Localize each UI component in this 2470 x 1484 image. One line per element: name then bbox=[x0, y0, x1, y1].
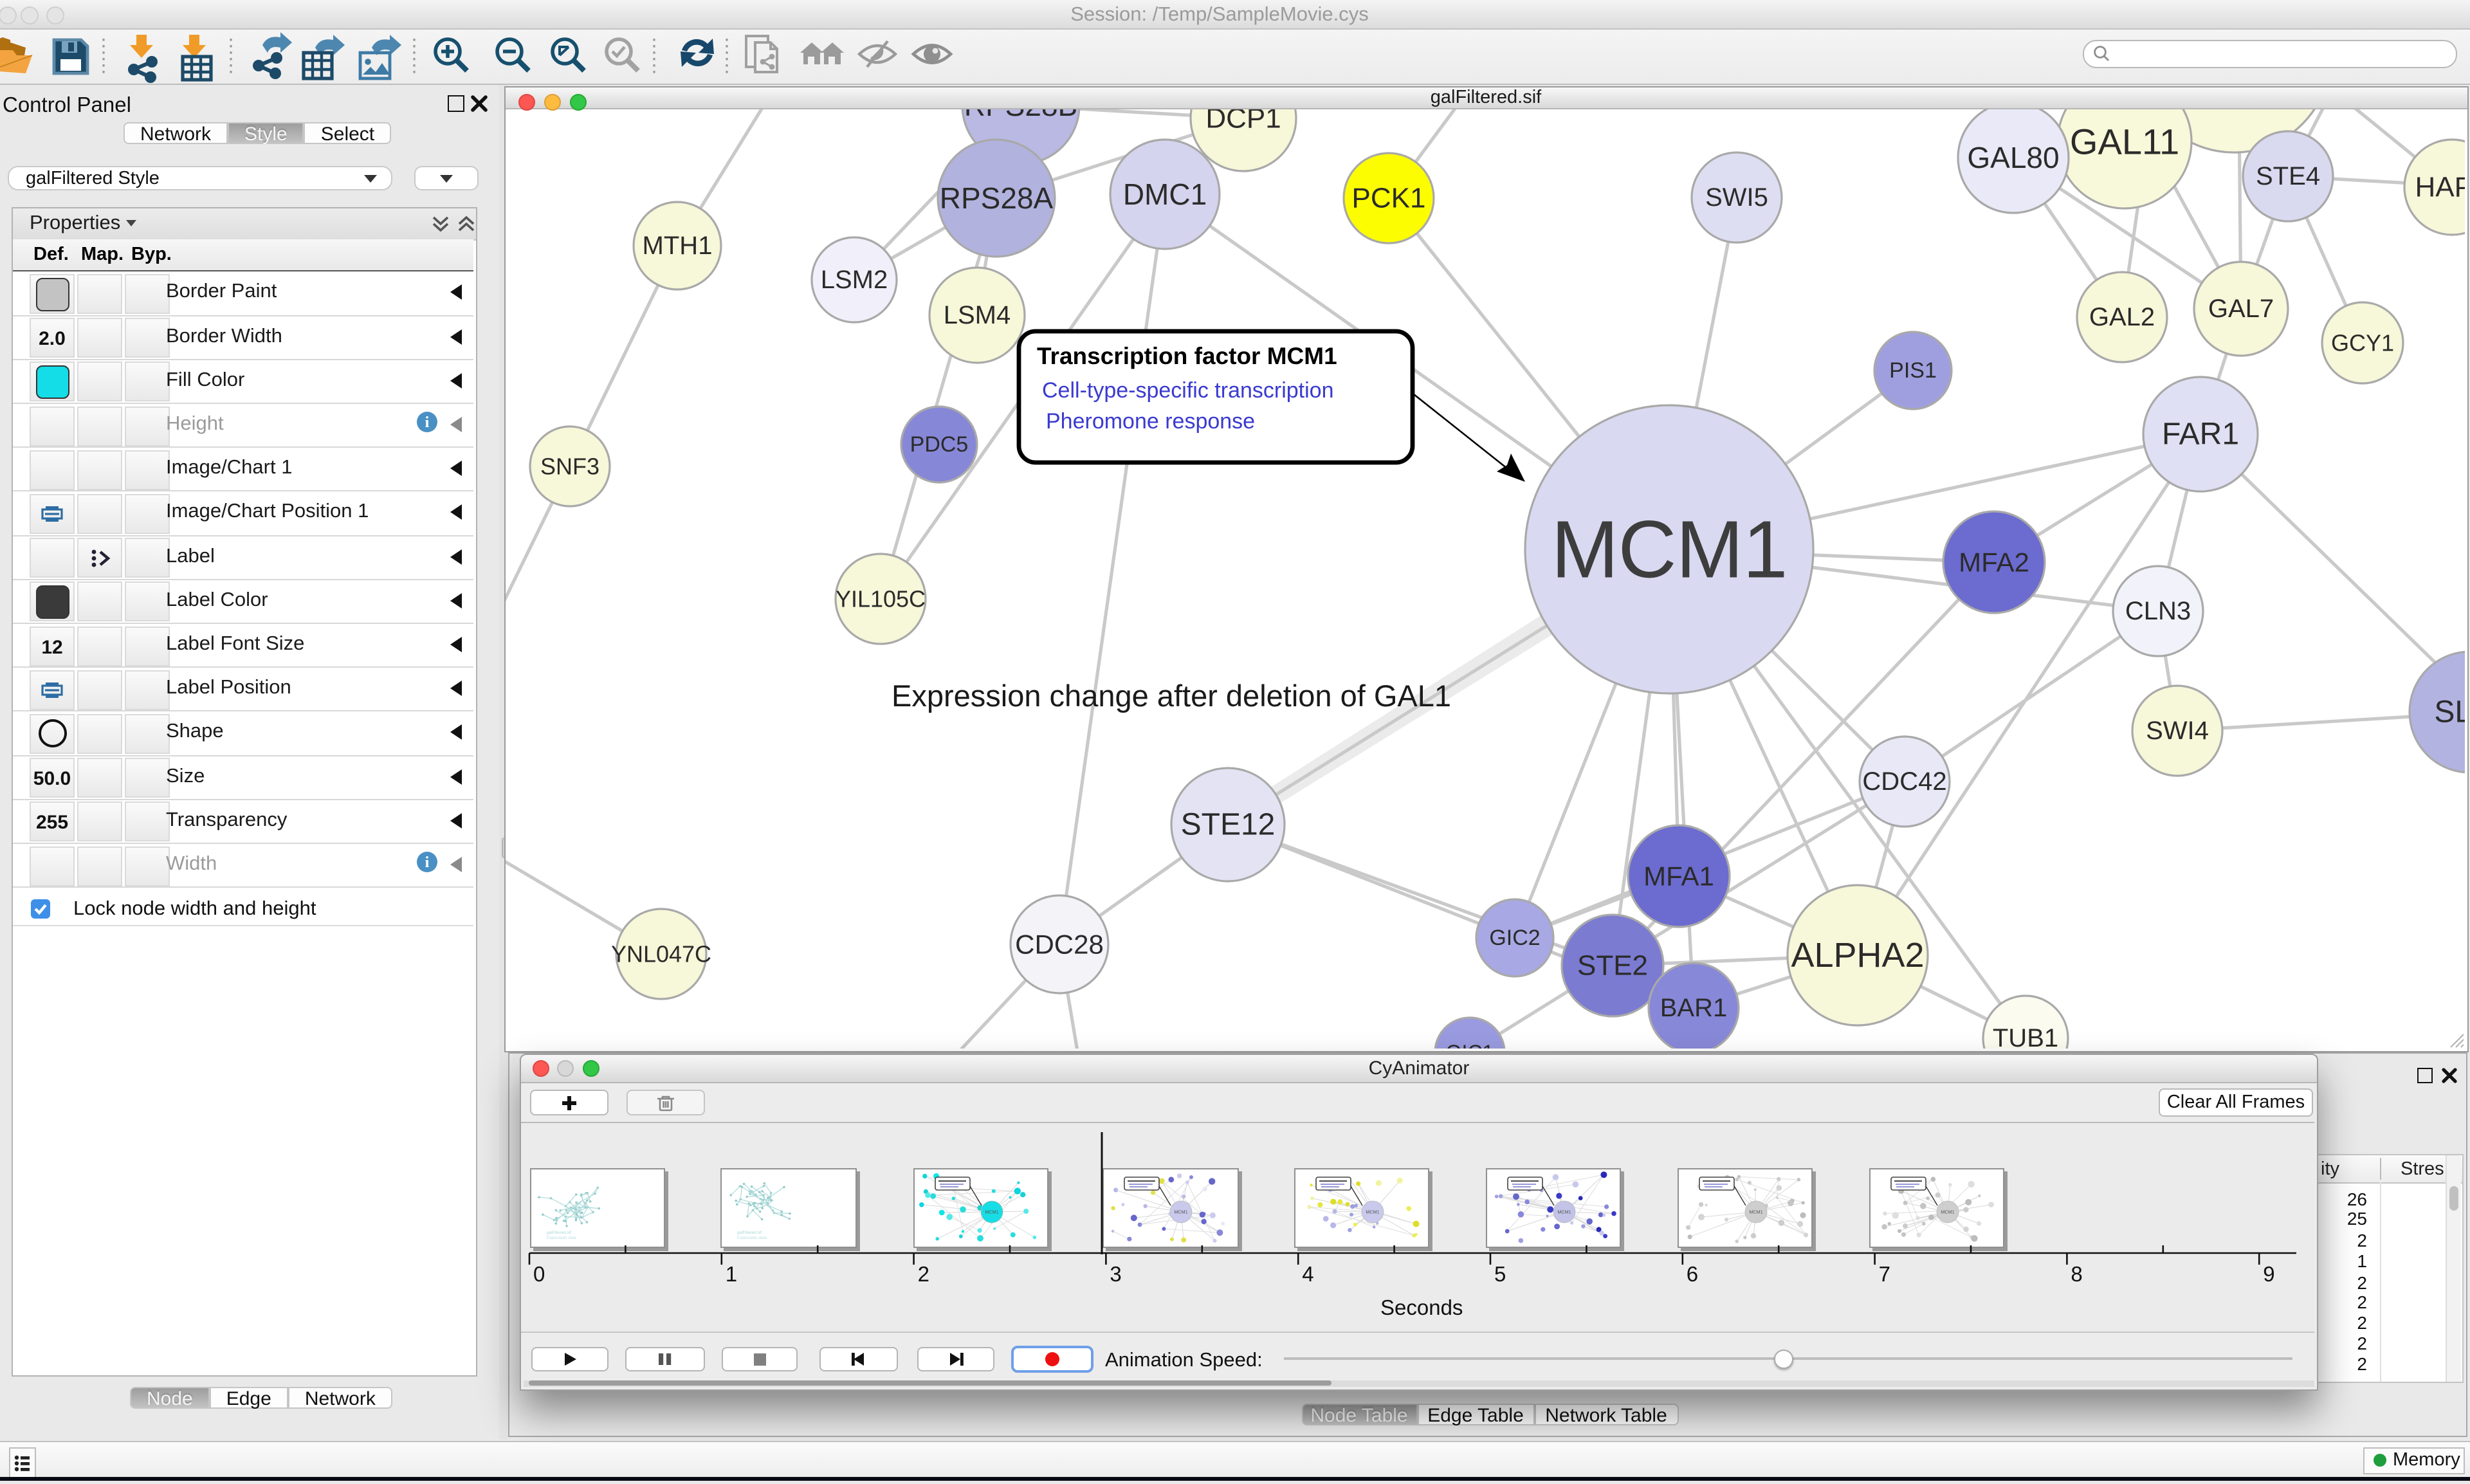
svg-text:6: 6 bbox=[1687, 1261, 1698, 1285]
svg-text:PDC5: PDC5 bbox=[910, 432, 968, 457]
svg-text:5: 5 bbox=[1494, 1261, 1506, 1285]
svg-text:PCK1: PCK1 bbox=[1351, 183, 1425, 214]
svg-text:MCM1: MCM1 bbox=[1551, 504, 1787, 595]
svg-text:GAL11: GAL11 bbox=[2069, 122, 2179, 162]
svg-text:galFiltered.sif: galFiltered.sif bbox=[546, 1230, 571, 1234]
svg-text:SNF3: SNF3 bbox=[540, 453, 599, 480]
svg-text:0: 0 bbox=[533, 1261, 545, 1285]
svg-text:Seconds: Seconds bbox=[1380, 1295, 1463, 1319]
svg-text:7: 7 bbox=[1879, 1261, 1890, 1285]
svg-text:SWI5: SWI5 bbox=[1705, 183, 1768, 212]
svg-text:BAR1: BAR1 bbox=[1660, 994, 1727, 1022]
svg-text:GIC1: GIC1 bbox=[1445, 1041, 1494, 1049]
svg-text:DCP1: DCP1 bbox=[1205, 109, 1280, 134]
svg-text:2: 2 bbox=[918, 1261, 929, 1285]
svg-text:MFA1: MFA1 bbox=[1643, 861, 1714, 892]
svg-text:Transcription factor MCM1: Transcription factor MCM1 bbox=[1036, 343, 1337, 369]
svg-text:Cell-type-specific transcripti: Cell-type-specific transcription bbox=[1041, 378, 1333, 403]
svg-text:STE2: STE2 bbox=[1577, 950, 1647, 982]
svg-text:STE4: STE4 bbox=[2255, 162, 2319, 190]
svg-text:YIL105C: YIL105C bbox=[835, 586, 925, 612]
svg-text:galFiltered.sif: galFiltered.sif bbox=[737, 1230, 762, 1234]
svg-text:MTH1: MTH1 bbox=[642, 232, 712, 260]
svg-text:MCM1: MCM1 bbox=[1365, 1209, 1378, 1214]
svg-text:MCM1: MCM1 bbox=[1174, 1209, 1187, 1214]
svg-text:DMC1: DMC1 bbox=[1122, 178, 1206, 211]
svg-text:9: 9 bbox=[2263, 1261, 2274, 1285]
svg-text:Expression data: Expression data bbox=[737, 1235, 767, 1240]
svg-text:SWI4: SWI4 bbox=[2145, 717, 2208, 745]
svg-text:LSM2: LSM2 bbox=[820, 266, 888, 294]
svg-text:MFA2: MFA2 bbox=[1958, 547, 2029, 578]
svg-text:GIC2: GIC2 bbox=[1488, 926, 1539, 950]
svg-text:STE12: STE12 bbox=[1180, 808, 1275, 842]
svg-text:Pheromone response: Pheromone response bbox=[1045, 409, 1254, 434]
svg-text:Expression change after deleti: Expression change after deletion of GAL1 bbox=[891, 679, 1450, 713]
svg-text:PIS1: PIS1 bbox=[1889, 358, 1936, 383]
svg-text:GAL7: GAL7 bbox=[2208, 295, 2273, 323]
svg-text:CLN3: CLN3 bbox=[2125, 597, 2190, 625]
svg-text:RPS28A: RPS28A bbox=[939, 181, 1053, 215]
svg-text:CDC28: CDC28 bbox=[1014, 930, 1103, 960]
svg-text:CDC42: CDC42 bbox=[1862, 767, 1946, 796]
svg-text:GCY1: GCY1 bbox=[2330, 330, 2393, 356]
svg-text:8: 8 bbox=[2071, 1261, 2082, 1285]
svg-text:FAR1: FAR1 bbox=[2161, 417, 2238, 452]
svg-text:SLT2: SLT2 bbox=[2433, 695, 2464, 729]
svg-text:1: 1 bbox=[726, 1261, 737, 1285]
svg-text:4: 4 bbox=[1302, 1261, 1313, 1285]
svg-text:LSM4: LSM4 bbox=[943, 301, 1011, 329]
svg-text:Expression data: Expression data bbox=[546, 1235, 576, 1240]
svg-text:ALPHA2: ALPHA2 bbox=[1790, 936, 1923, 975]
svg-text:GAL2: GAL2 bbox=[2089, 303, 2154, 331]
svg-text:3: 3 bbox=[1110, 1261, 1121, 1285]
svg-text:HAP2: HAP2 bbox=[2415, 172, 2464, 203]
svg-text:MCM1: MCM1 bbox=[984, 1209, 998, 1214]
svg-text:RPS28B: RPS28B bbox=[964, 109, 1077, 122]
svg-text:MCM1: MCM1 bbox=[1557, 1209, 1570, 1214]
svg-text:TUB1: TUB1 bbox=[1992, 1024, 2058, 1049]
svg-text:GAL80: GAL80 bbox=[1966, 141, 2058, 174]
svg-text:YNL047C: YNL047C bbox=[610, 941, 711, 967]
svg-text:MCM1: MCM1 bbox=[1748, 1209, 1762, 1214]
svg-text:MCM1: MCM1 bbox=[1940, 1209, 1953, 1214]
